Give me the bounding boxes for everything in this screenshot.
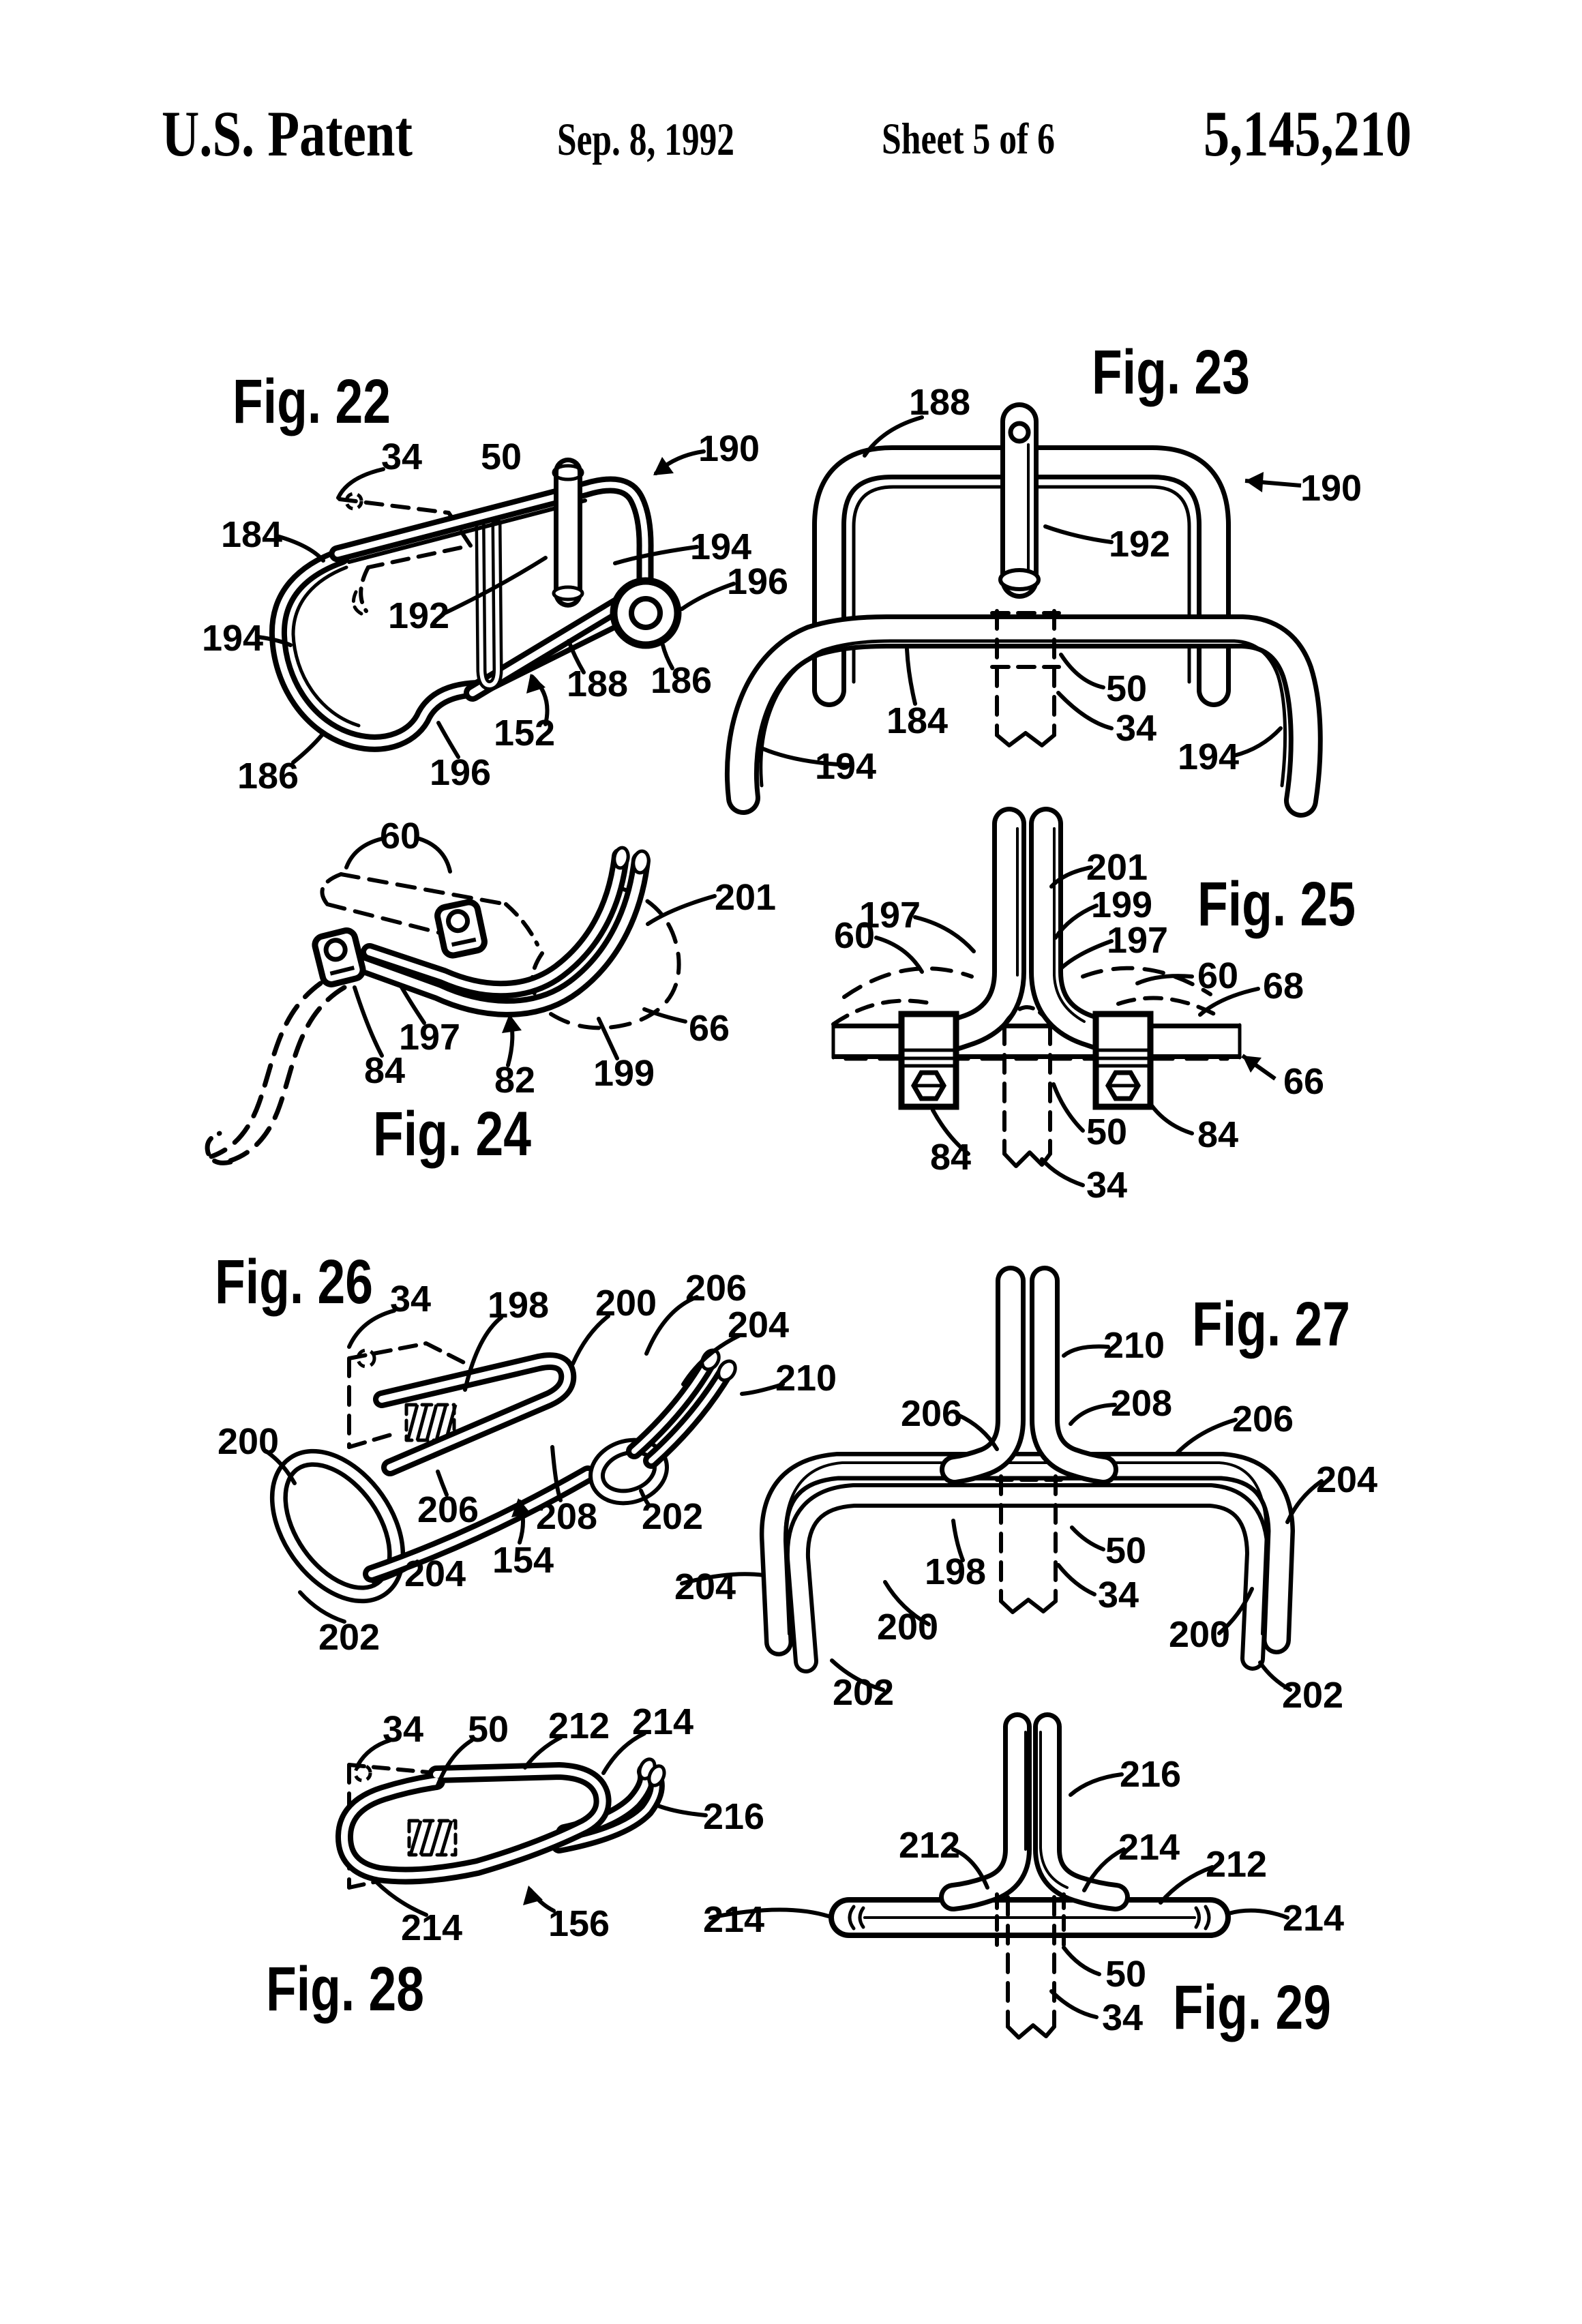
svg-text:66: 66 — [689, 1008, 730, 1049]
svg-text:66: 66 — [1283, 1061, 1324, 1102]
svg-text:197: 197 — [1107, 920, 1168, 961]
svg-text:192: 192 — [388, 595, 449, 636]
svg-text:190: 190 — [698, 428, 760, 469]
svg-text:200: 200 — [877, 1607, 938, 1648]
svg-text:192: 192 — [1109, 524, 1170, 565]
svg-text:34: 34 — [1086, 1165, 1127, 1206]
svg-text:Sheet 5 of 6: Sheet 5 of 6 — [882, 115, 1055, 164]
svg-text:197: 197 — [859, 895, 921, 936]
svg-text:188: 188 — [567, 664, 628, 704]
svg-text:Fig. 24: Fig. 24 — [373, 1099, 531, 1169]
svg-text:60: 60 — [1197, 955, 1238, 996]
svg-text:68: 68 — [1263, 966, 1304, 1007]
svg-text:194: 194 — [202, 618, 263, 659]
svg-text:214: 214 — [401, 1907, 462, 1948]
svg-text:198: 198 — [488, 1285, 549, 1326]
svg-text:214: 214 — [1283, 1898, 1344, 1939]
svg-text:84: 84 — [930, 1137, 971, 1178]
svg-text:50: 50 — [1105, 1530, 1146, 1571]
svg-text:194: 194 — [690, 526, 751, 567]
svg-text:212: 212 — [899, 1825, 960, 1866]
svg-text:214: 214 — [703, 1899, 764, 1940]
svg-text:206: 206 — [417, 1489, 479, 1530]
svg-text:194: 194 — [1178, 736, 1239, 777]
svg-text:214: 214 — [1118, 1827, 1180, 1868]
svg-text:U.S. Patent: U.S. Patent — [162, 98, 413, 170]
svg-text:186: 186 — [651, 660, 712, 701]
svg-text:212: 212 — [1206, 1844, 1267, 1885]
svg-text:50: 50 — [481, 436, 522, 477]
svg-text:200: 200 — [218, 1421, 279, 1462]
svg-text:Fig. 23: Fig. 23 — [1092, 338, 1250, 407]
svg-text:82: 82 — [494, 1060, 535, 1101]
svg-text:154: 154 — [492, 1540, 554, 1581]
svg-text:208: 208 — [1111, 1383, 1172, 1424]
svg-text:60: 60 — [834, 915, 875, 956]
svg-text:199: 199 — [1091, 884, 1152, 925]
svg-text:Fig. 25: Fig. 25 — [1197, 869, 1356, 939]
svg-text:84: 84 — [1197, 1114, 1238, 1155]
svg-text:200: 200 — [595, 1283, 657, 1324]
svg-text:Fig. 28: Fig. 28 — [266, 1954, 424, 2024]
svg-text:156: 156 — [548, 1903, 610, 1944]
svg-text:210: 210 — [1103, 1325, 1165, 1366]
svg-text:204: 204 — [728, 1305, 789, 1345]
svg-text:34: 34 — [390, 1279, 431, 1320]
svg-text:184: 184 — [221, 514, 282, 555]
svg-text:Sep. 8, 1992: Sep. 8, 1992 — [557, 113, 734, 165]
svg-text:216: 216 — [1120, 1754, 1181, 1795]
svg-text:184: 184 — [886, 700, 948, 741]
svg-text:34: 34 — [1116, 708, 1156, 749]
svg-text:34: 34 — [1098, 1575, 1139, 1615]
svg-text:50: 50 — [1106, 668, 1147, 709]
svg-text:202: 202 — [642, 1496, 703, 1537]
svg-text:202: 202 — [318, 1617, 380, 1658]
svg-text:202: 202 — [1282, 1675, 1343, 1716]
svg-text:212: 212 — [548, 1705, 610, 1746]
svg-text:196: 196 — [430, 752, 491, 793]
svg-text:152: 152 — [494, 713, 555, 754]
svg-text:190: 190 — [1300, 468, 1362, 509]
svg-text:60: 60 — [380, 816, 421, 856]
svg-text:204: 204 — [674, 1566, 736, 1607]
svg-text:201: 201 — [715, 877, 776, 918]
svg-text:208: 208 — [536, 1496, 597, 1537]
svg-text:204: 204 — [1316, 1459, 1377, 1500]
svg-text:206: 206 — [685, 1268, 747, 1309]
svg-text:196: 196 — [727, 561, 788, 602]
svg-text:202: 202 — [833, 1672, 894, 1713]
svg-text:34: 34 — [383, 1709, 423, 1750]
svg-text:34: 34 — [1102, 1997, 1143, 2038]
svg-text:188: 188 — [909, 382, 970, 423]
svg-text:34: 34 — [381, 436, 422, 477]
svg-text:200: 200 — [1169, 1614, 1230, 1655]
svg-text:Fig. 26: Fig. 26 — [215, 1247, 373, 1317]
svg-text:198: 198 — [925, 1551, 986, 1592]
svg-text:Fig. 29: Fig. 29 — [1173, 1973, 1331, 2042]
svg-text:216: 216 — [703, 1796, 764, 1837]
svg-text:5,145,210: 5,145,210 — [1204, 98, 1412, 170]
svg-text:50: 50 — [1105, 1954, 1146, 1995]
svg-text:84: 84 — [364, 1050, 405, 1091]
svg-text:199: 199 — [593, 1053, 655, 1094]
svg-text:50: 50 — [468, 1709, 509, 1750]
svg-text:50: 50 — [1086, 1112, 1127, 1152]
svg-text:206: 206 — [1232, 1399, 1294, 1440]
svg-text:210: 210 — [775, 1358, 837, 1399]
svg-text:201: 201 — [1086, 847, 1148, 888]
svg-text:194: 194 — [815, 746, 876, 787]
svg-text:Fig. 27: Fig. 27 — [1192, 1290, 1350, 1359]
svg-text:204: 204 — [404, 1553, 466, 1594]
svg-text:206: 206 — [901, 1393, 962, 1434]
svg-text:197: 197 — [399, 1017, 460, 1058]
svg-text:214: 214 — [632, 1701, 693, 1742]
svg-text:Fig. 22: Fig. 22 — [233, 367, 391, 436]
svg-text:186: 186 — [237, 756, 299, 796]
